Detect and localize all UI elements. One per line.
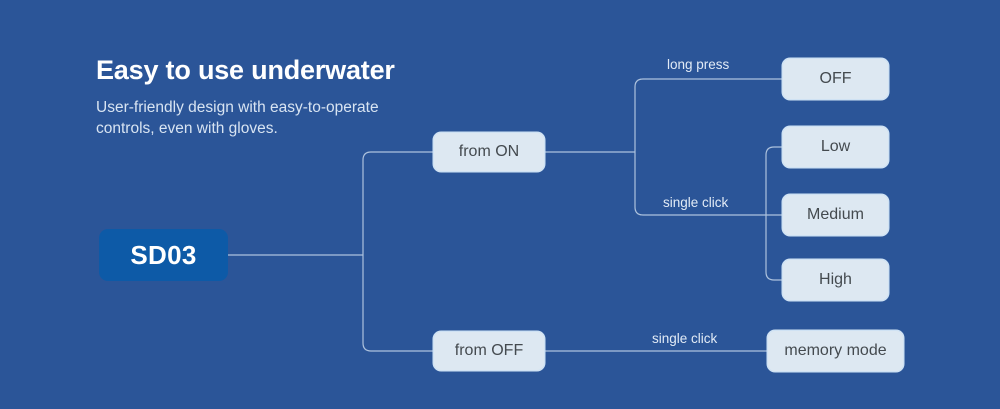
wire-long-press-to-off <box>634 78 783 152</box>
output-node-off[interactable]: OFF <box>783 59 888 99</box>
edge-label-long-press: long press <box>667 57 730 72</box>
output-node-memory-mode[interactable]: memory mode <box>768 331 903 371</box>
branch-node-from-off[interactable]: from OFF <box>434 332 544 370</box>
page-subtitle-line-2: controls, even with gloves. <box>96 120 278 137</box>
wire-trunk-to-from-off <box>362 255 434 352</box>
edge-label-single-click-off: single click <box>652 331 718 346</box>
edge-label-single-click-on: single click <box>663 195 729 210</box>
branch-node-from-on[interactable]: from ON <box>434 133 544 171</box>
page-subtitle-line-1: User-friendly design with easy-to-operat… <box>96 99 379 116</box>
output-node-low[interactable]: Low <box>783 127 888 167</box>
root-node-sd03[interactable]: SD03 <box>99 229 228 281</box>
output-node-medium[interactable]: Medium <box>783 195 888 235</box>
page-title: Easy to use underwater <box>96 55 395 85</box>
wire-to-high <box>765 215 783 281</box>
output-node-high[interactable]: High <box>783 260 888 300</box>
page-subtitle: User-friendly design with easy-to-operat… <box>96 97 456 139</box>
wire-trunk-to-from-on <box>362 151 434 255</box>
wire-to-low <box>765 146 783 215</box>
